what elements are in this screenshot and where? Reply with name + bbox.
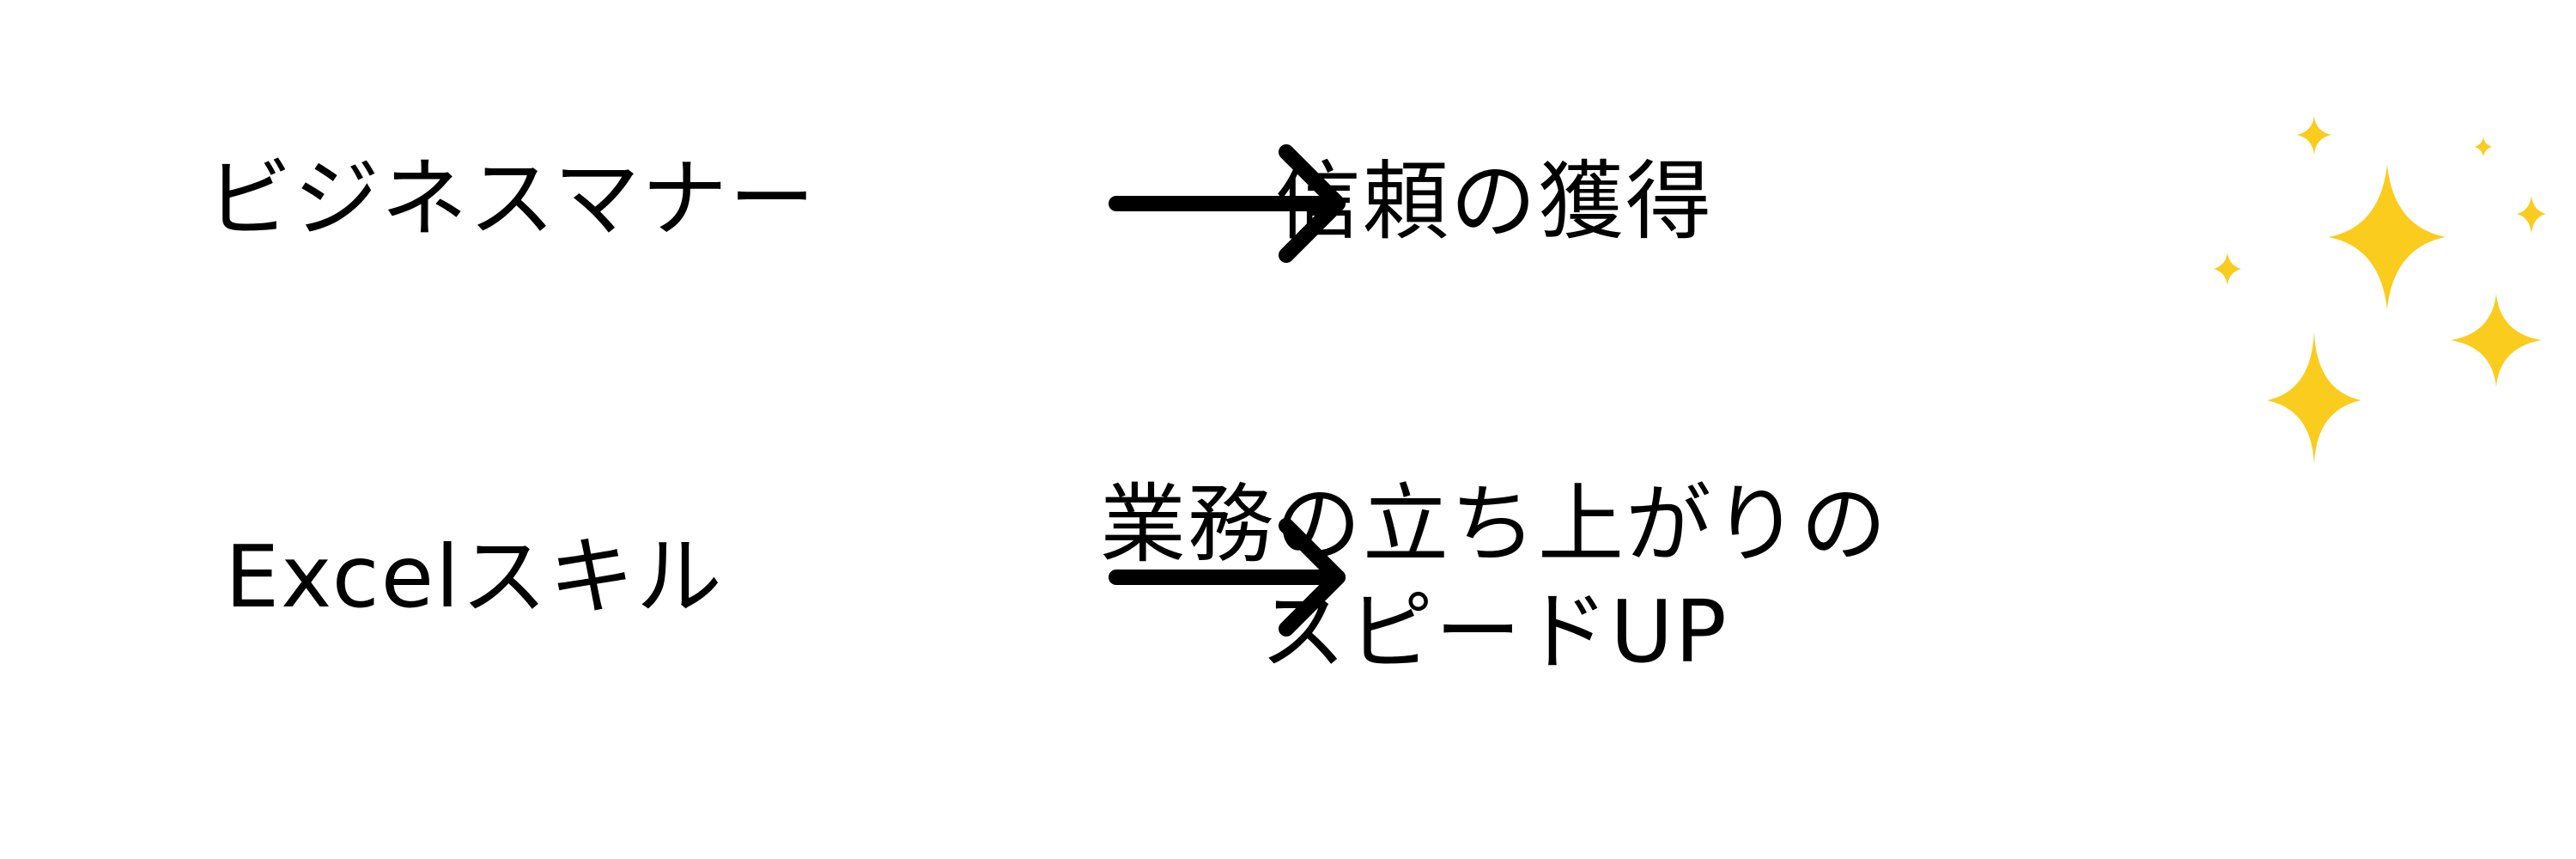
right-arrow-icon (1109, 518, 1346, 637)
result-speed-up: 業務の立ち上がりの スピードUP (1065, 471, 1923, 685)
result-line: スピードUP (1260, 582, 1728, 682)
sparkle-icon (2214, 253, 2241, 285)
result-line: 信頼の獲得 (1275, 151, 1713, 252)
sparkle-icon (2297, 116, 2331, 155)
source-label-business-manners: ビジネスマナー (206, 149, 817, 249)
result-line: 業務の立ち上がりの (1100, 474, 1888, 575)
sparkle-icon (2329, 165, 2445, 309)
right-arrow-icon (1109, 144, 1346, 263)
sparkle-icon (2475, 137, 2492, 157)
result-trust: 信頼の獲得 (1065, 148, 1923, 255)
sparkle-icon (2517, 196, 2546, 234)
sparkle-icon (2451, 294, 2542, 387)
sparkle-icon (2267, 332, 2361, 464)
source-label-excel-skills: Excelスキル (225, 527, 724, 627)
